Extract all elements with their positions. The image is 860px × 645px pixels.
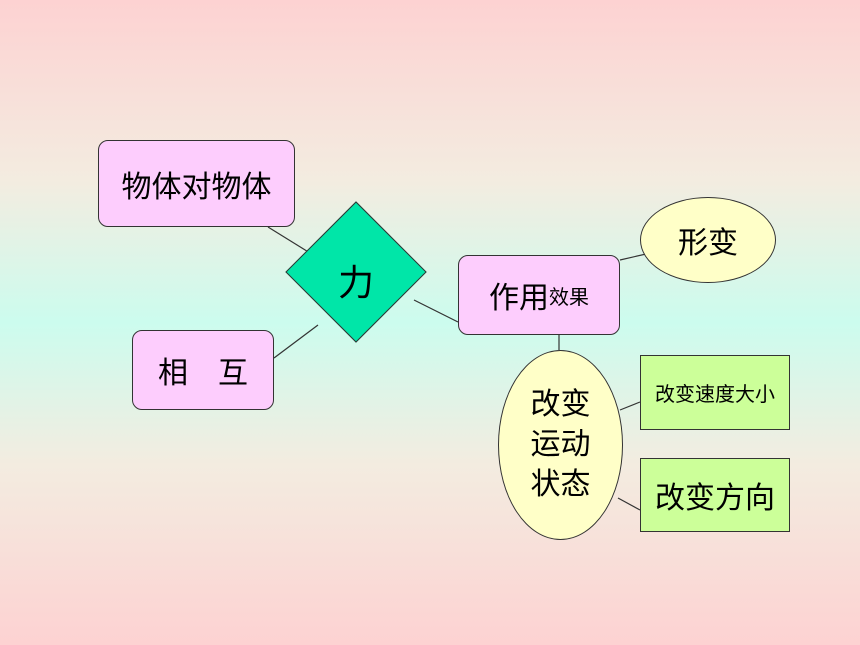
node-mutual-label-a: 相: [158, 356, 188, 391]
node-effect-label: 作用: [489, 281, 549, 316]
node-deformation-label: 形变: [678, 226, 738, 261]
node-object-on-object-label: 物体对物体: [121, 169, 272, 205]
connector-force-effect: [413, 299, 459, 323]
node-force-label: 力: [337, 263, 374, 304]
node-change-speed: 改变速度大小: [640, 355, 790, 430]
connector-effect-deform: [619, 253, 647, 261]
connector-motion-direction: [617, 497, 641, 511]
node-mutual: 相互: [132, 330, 274, 410]
node-motion-line-1: 改变: [530, 387, 591, 422]
node-mutual-label-b: 互: [218, 356, 248, 391]
connector-mutual-force: [273, 324, 319, 359]
node-change-direction: 改变方向: [640, 458, 790, 532]
node-change-direction-label: 改变方向: [655, 481, 775, 516]
node-motion-state: 改变 运动 状态: [498, 350, 623, 540]
node-change-speed-label: 改变速度大小: [655, 382, 775, 406]
node-effect: 作用效果: [458, 255, 620, 335]
node-effect-sublabel: 效果: [549, 284, 589, 309]
node-motion-line-3: 状态: [530, 467, 591, 502]
node-motion-line-2: 运动: [530, 427, 591, 462]
node-object-on-object: 物体对物体: [98, 140, 295, 227]
node-deformation: 形变: [640, 197, 776, 283]
connector-source-force: [267, 226, 311, 254]
connector-motion-speed: [619, 401, 641, 411]
